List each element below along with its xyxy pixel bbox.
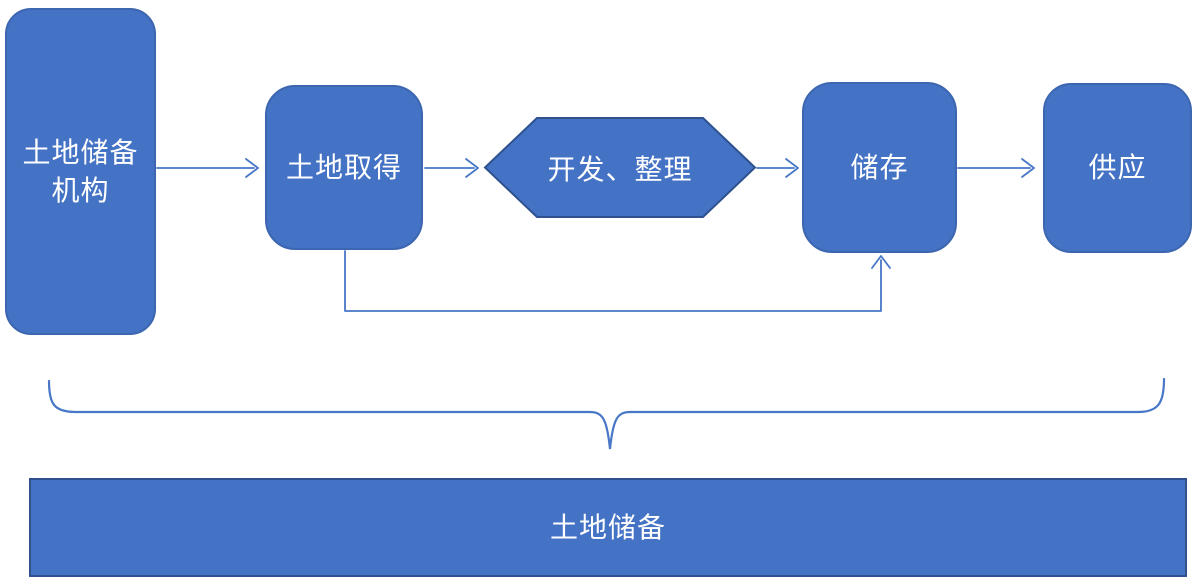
node-acquisition-label: 土地取得 [285,151,402,183]
node-reserve: 土地储备 [29,478,1187,577]
arrow-acquisition-to-development [424,158,479,178]
node-supply: 供应 [1043,83,1192,253]
node-reserve-label: 土地储备 [549,511,666,543]
node-development: 开发、整理 [485,118,755,217]
arrow-storage-to-supply [957,158,1035,178]
arrow-agency-to-acquisition [156,158,259,178]
brace [47,377,1166,450]
arrow-acquisition-to-storage-feedback [344,250,891,312]
node-storage-label: 储存 [850,151,909,183]
node-storage: 储存 [802,82,957,253]
node-agency: 土地储备 机构 [5,8,156,335]
arrow-development-to-storage [756,158,799,178]
node-development-label: 开发、整理 [547,153,693,185]
node-agency-label: 土地储备 机构 [22,136,139,206]
node-supply-label: 供应 [1088,152,1147,184]
node-acquisition: 土地取得 [265,85,423,250]
